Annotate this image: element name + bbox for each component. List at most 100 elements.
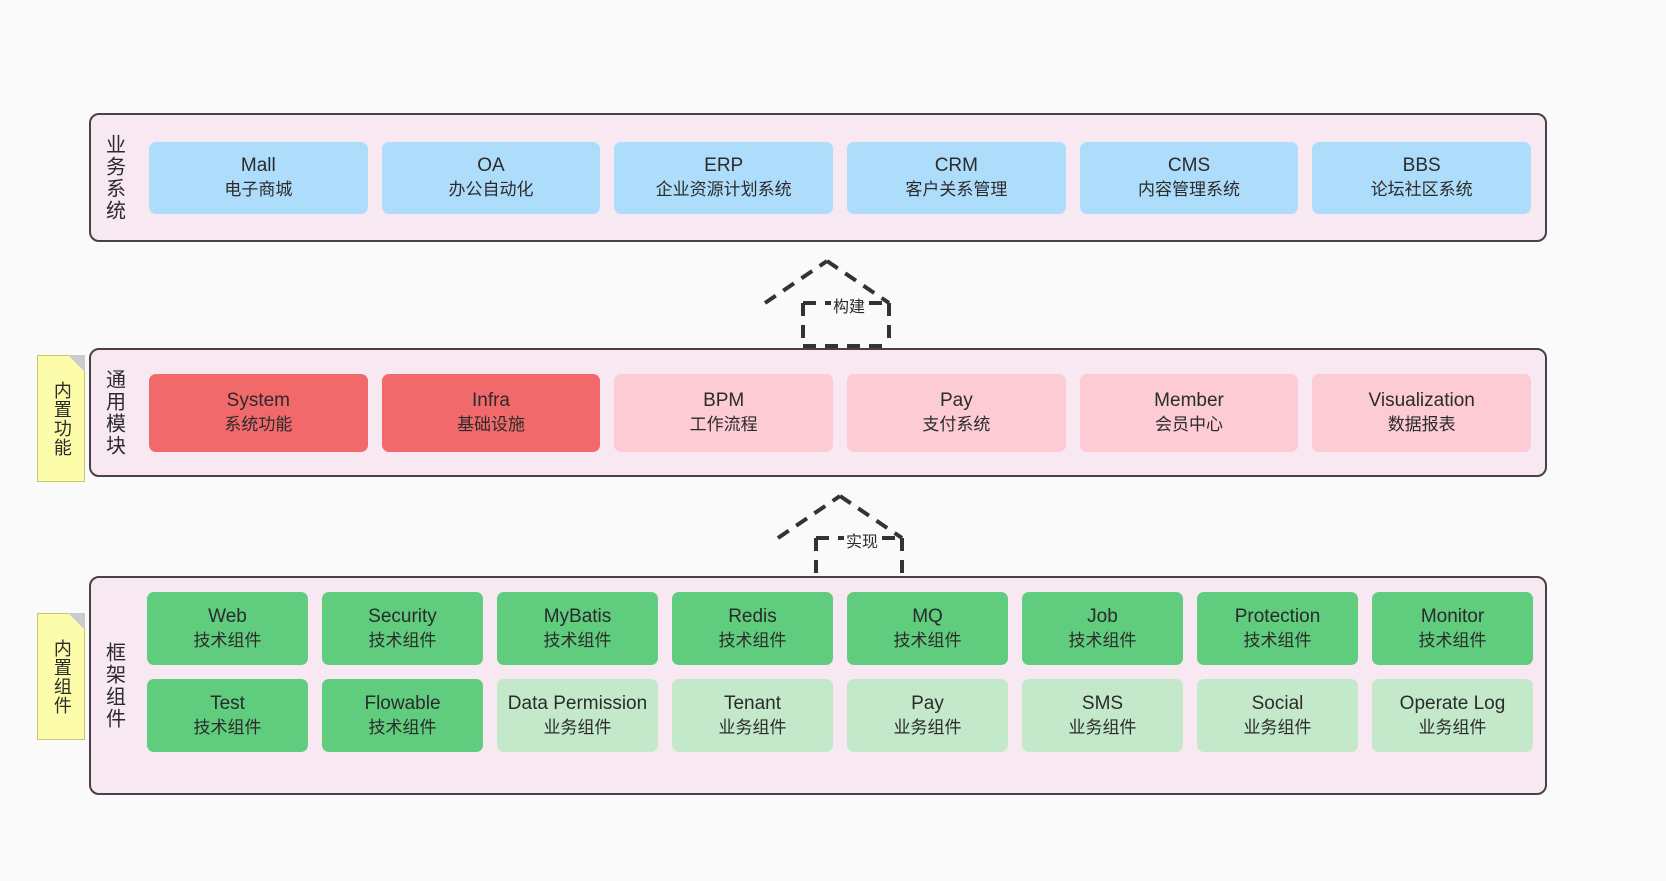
framework-row-technical: Web 技术组件 Security 技术组件 MyBatis 技术组件 Redi… [147,592,1533,665]
card-bpm[interactable]: BPM 工作流程 [614,373,834,452]
implement-arrowhead-left [776,494,842,540]
card-bbs[interactable]: BBS 论坛社区系统 [1312,141,1532,214]
note-builtin-components-text: 内置组件 [51,638,72,715]
card-erp-cn: 企业资源计划系统 [655,179,792,199]
build-arrowhead-right [825,259,891,305]
card-mall-en: Mall [240,155,276,177]
card-cms[interactable]: CMS 内容管理系统 [1079,141,1299,214]
card-security-en: Security [368,606,437,628]
card-redis-cn: 技术组件 [718,630,787,650]
card-flowable-en: Flowable [364,693,441,715]
card-visualization[interactable]: Visualization 数据报表 [1312,373,1532,452]
card-tenant[interactable]: Tenant 业务组件 [672,679,833,752]
card-erp-en: ERP [704,155,744,177]
card-pay-module-cn: 支付系统 [922,414,991,434]
card-web-en: Web [208,606,247,628]
card-pay-module-en: Pay [939,390,973,412]
card-social-cn: 业务组件 [1243,717,1312,737]
card-social-en: Social [1251,693,1304,715]
card-pay-component[interactable]: Pay 业务组件 [847,679,1008,752]
card-oa-en: OA [477,155,505,177]
connector-build: 构建 [755,255,925,350]
card-sms[interactable]: SMS 业务组件 [1022,679,1183,752]
card-tenant-en: Tenant [723,693,782,715]
card-mybatis-cn: 技术组件 [543,630,612,650]
card-mybatis[interactable]: MyBatis 技术组件 [497,592,658,665]
card-test-en: Test [210,693,245,715]
layer-framework-components: 框架组件 Web 技术组件 Security 技术组件 MyBatis 技术组件… [89,576,1547,795]
card-protection-en: Protection [1234,606,1321,628]
card-job[interactable]: Job 技术组件 [1022,592,1183,665]
layer-business-systems: 业务系统 Mall 电子商城 OA 办公自动化 ERP 企业资源计划系统 CRM… [89,113,1547,242]
card-data-permission-en: Data Permission [507,693,648,715]
card-system-cn: 系统功能 [224,414,293,434]
card-operate-log-en: Operate Log [1399,693,1506,715]
layer-common-modules-cards: System 系统功能 Infra 基础设施 BPM 工作流程 Pay 支付系统… [135,350,1545,475]
card-crm-en: CRM [934,155,978,177]
card-crm[interactable]: CRM 客户关系管理 [847,141,1066,214]
note-builtin-functions: 内置功能 [37,355,85,482]
layer-common-modules: 通用模块 System 系统功能 Infra 基础设施 BPM 工作流程 Pay… [89,348,1547,477]
card-operate-log[interactable]: Operate Log 业务组件 [1372,679,1533,752]
card-infra[interactable]: Infra 基础设施 [381,373,601,452]
card-member[interactable]: Member 会员中心 [1079,373,1299,452]
card-social[interactable]: Social 业务组件 [1197,679,1358,752]
card-infra-cn: 基础设施 [457,414,525,434]
connector-build-label: 构建 [831,293,868,317]
card-flowable[interactable]: Flowable 技术组件 [322,679,483,752]
card-web[interactable]: Web 技术组件 [147,592,308,665]
card-pay-module[interactable]: Pay 支付系统 [847,373,1066,452]
card-visualization-cn: 数据报表 [1387,414,1456,434]
card-data-permission-cn: 业务组件 [543,717,612,737]
card-flowable-cn: 技术组件 [368,717,437,737]
card-oa[interactable]: OA 办公自动化 [381,141,601,214]
card-mq[interactable]: MQ 技术组件 [847,592,1008,665]
card-crm-cn: 客户关系管理 [905,179,1008,199]
card-bbs-cn: 论坛社区系统 [1370,179,1473,199]
card-erp[interactable]: ERP 企业资源计划系统 [614,141,834,214]
layer-framework-components-grid: Web 技术组件 Security 技术组件 MyBatis 技术组件 Redi… [135,578,1545,793]
card-sms-cn: 业务组件 [1068,717,1137,737]
card-security[interactable]: Security 技术组件 [322,592,483,665]
card-monitor-cn: 技术组件 [1418,630,1487,650]
card-test-cn: 技术组件 [193,717,262,737]
card-tenant-cn: 业务组件 [718,717,787,737]
card-bbs-en: BBS [1402,155,1441,177]
card-infra-en: Infra [471,390,511,412]
card-mq-cn: 技术组件 [893,630,962,650]
implement-arrowhead-right [838,494,904,540]
card-operate-log-cn: 业务组件 [1418,717,1487,737]
note-builtin-components: 内置组件 [37,613,85,740]
card-sms-en: SMS [1081,693,1124,715]
card-test[interactable]: Test 技术组件 [147,679,308,752]
build-arrowhead-left [763,259,829,305]
card-web-cn: 技术组件 [193,630,262,650]
card-job-cn: 技术组件 [1068,630,1137,650]
card-protection-cn: 技术组件 [1243,630,1312,650]
framework-row-business: Test 技术组件 Flowable 技术组件 Data Permission … [147,679,1533,752]
card-mall[interactable]: Mall 电子商城 [149,141,368,214]
card-oa-cn: 办公自动化 [448,179,534,199]
card-monitor-en: Monitor [1420,606,1485,628]
card-member-cn: 会员中心 [1155,414,1224,434]
card-system-en: System [226,390,291,412]
layer-framework-components-title: 框架组件 [102,641,125,730]
layer-common-modules-title: 通用模块 [102,368,125,457]
card-protection[interactable]: Protection 技术组件 [1197,592,1358,665]
card-cms-en: CMS [1167,155,1211,177]
card-mall-cn: 电子商城 [224,179,293,199]
note-builtin-functions-text: 内置功能 [51,380,72,457]
card-security-cn: 技术组件 [368,630,437,650]
card-pay-component-cn: 业务组件 [893,717,962,737]
card-bpm-en: BPM [703,390,745,412]
card-cms-cn: 内容管理系统 [1138,179,1241,199]
card-monitor[interactable]: Monitor 技术组件 [1372,592,1533,665]
card-visualization-en: Visualization [1368,390,1475,412]
card-pay-component-en: Pay [911,693,944,715]
card-redis-en: Redis [728,606,777,628]
card-bpm-cn: 工作流程 [689,414,758,434]
card-system[interactable]: System 系统功能 [149,373,368,452]
card-redis[interactable]: Redis 技术组件 [672,592,833,665]
card-data-permission[interactable]: Data Permission 业务组件 [497,679,658,752]
card-mybatis-en: MyBatis [543,606,612,628]
